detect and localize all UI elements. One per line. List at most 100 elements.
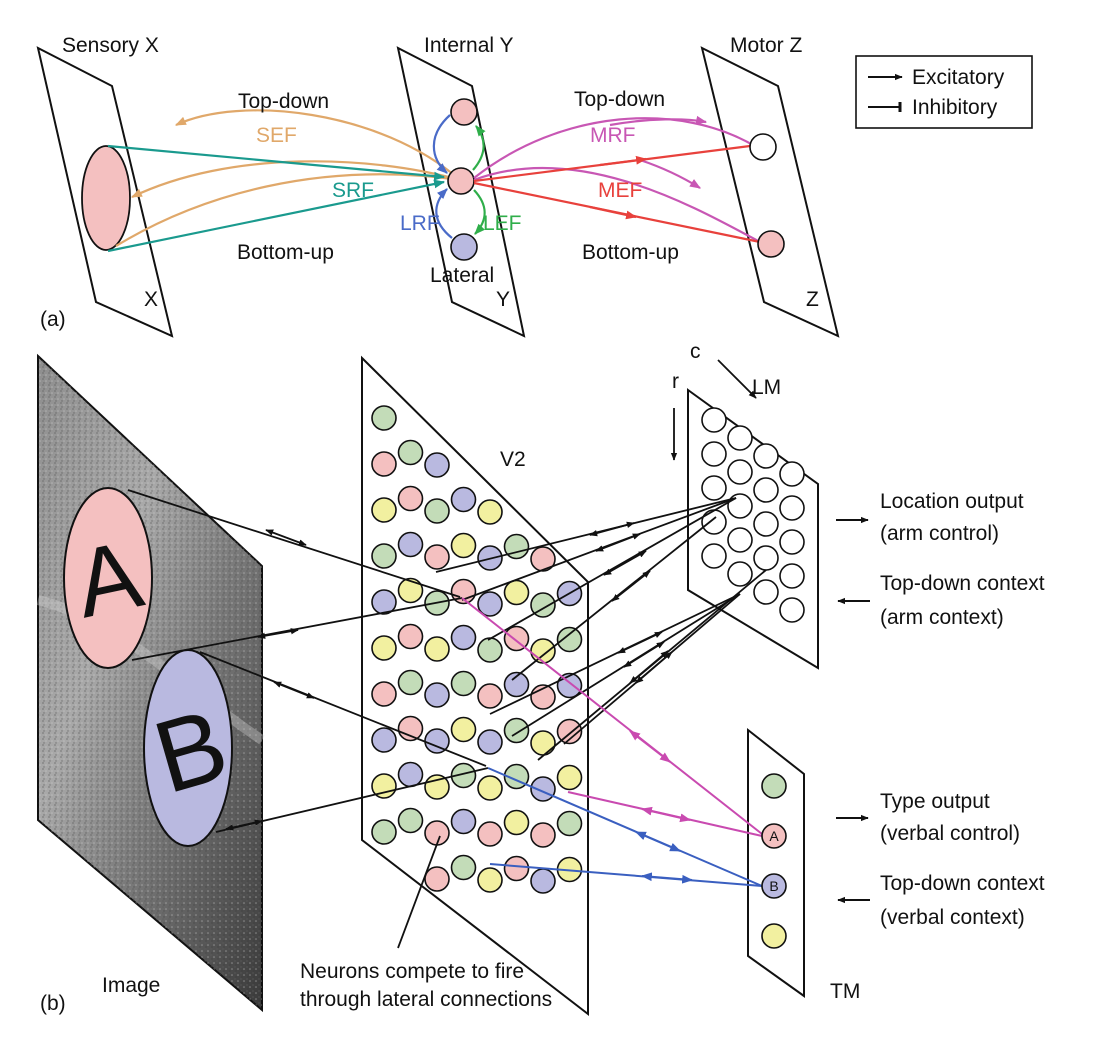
lm-link-7-arrow [629, 650, 669, 684]
bottomup-link-lower [107, 179, 446, 253]
v2-neuron [450, 532, 477, 559]
v2-neuron [371, 497, 397, 523]
motor-neuron-lower [757, 230, 785, 258]
v2-neuron [503, 809, 530, 836]
panel-b: A B Image (b) V2 LM c r TM [36, 340, 1045, 1017]
v2-neuron [397, 531, 424, 558]
location-output-sub: (arm control) [880, 522, 999, 545]
internal-neuron-top [450, 98, 478, 126]
v2-neuron [397, 807, 424, 834]
tm-plane [747, 727, 805, 998]
lateral-label: Lateral [430, 264, 494, 287]
legend-inhibitory: Inhibitory [912, 96, 998, 119]
motor-topdown-lower-arrow [639, 158, 701, 189]
letter-a-patch [63, 487, 153, 669]
v2-neuron [477, 775, 503, 801]
lateral-up-excite [472, 125, 486, 171]
tm-neuron-label: A [769, 828, 779, 844]
compete-note-line2: through lateral connections [300, 988, 552, 1011]
lrf-label: LRF [400, 212, 440, 235]
motor-bottomup-upper-arrow [599, 155, 648, 167]
lm-neuron [779, 461, 805, 487]
motor-z-title: Motor Z [730, 34, 803, 57]
sensory-x-title: Sensory X [62, 34, 159, 57]
lm-neuron [753, 443, 779, 469]
lm-neuron [701, 509, 727, 535]
topdown-link-upper [175, 109, 461, 181]
v2-neuron [371, 727, 397, 753]
lateral-up-inhibit [432, 114, 451, 174]
axis-c-label: c [690, 340, 701, 363]
lm-link-5 [489, 593, 741, 715]
mrf-label: MRF [590, 124, 636, 147]
image-link-a-bottom-arrow [257, 628, 299, 639]
v2-neuron [397, 485, 424, 512]
image-to-v2-links [127, 489, 489, 833]
lm-neuron [753, 545, 779, 571]
v2-neuron [450, 486, 477, 513]
v2-neuron [397, 439, 424, 466]
srf-label: SRF [332, 179, 374, 202]
lm-link-3-arrow [603, 550, 647, 576]
v2-neuron [530, 822, 556, 848]
v2-neuron [530, 868, 556, 894]
tm-neuron [761, 923, 787, 949]
tm-link-b-2 [489, 863, 763, 887]
tm-link-b-2-arrow [640, 872, 694, 884]
motor-topdown-arrow [609, 115, 708, 127]
left-bottomup-label: Bottom-up [237, 241, 334, 264]
v2-neuron [424, 682, 450, 708]
motor-bottomup-lower-arrow [589, 205, 638, 220]
motor-z-layer [700, 46, 840, 338]
v2-neuron [450, 670, 477, 697]
lm-link-4-arrow [611, 570, 651, 602]
v2-neuron [424, 636, 450, 662]
v2-neuron [450, 854, 477, 881]
topdown-verbal-sub: (verbal context) [880, 906, 1025, 929]
lm-neuron [779, 529, 805, 555]
v2-neuron-grid [371, 405, 583, 894]
compete-note-line1: Neurons compete to fire [300, 960, 524, 983]
tm-link-a-2-arrow [640, 806, 692, 823]
lateral-down-inhibit [435, 188, 453, 239]
motor-neuron-upper [749, 133, 777, 161]
image-link-b-top [199, 651, 487, 767]
v2-neuron [556, 764, 583, 791]
v2-to-tm-links [461, 597, 763, 887]
v2-neuron [371, 773, 397, 799]
topdown-link-return [115, 173, 461, 247]
sensory-corner-label: X [144, 288, 158, 311]
v2-neuron [450, 716, 477, 743]
tm-neuron-column: AB [761, 773, 787, 949]
lm-neuron [727, 561, 753, 587]
internal-y-title: Internal Y [424, 34, 514, 57]
mef-label: MEF [598, 179, 642, 202]
motor-corner-label: Z [806, 288, 819, 311]
tm-label: TM [830, 980, 860, 1003]
lm-link-5-arrow [617, 631, 663, 654]
lm-neuron-grid [701, 407, 805, 623]
tm-link-a-1 [461, 597, 763, 835]
v2-neuron [503, 717, 530, 744]
v2-neuron [477, 821, 503, 847]
v2-neuron [397, 669, 424, 696]
internal-neuron-bottom [450, 233, 478, 261]
image-link-b-top-arrow [273, 681, 315, 699]
lm-neuron [701, 475, 727, 501]
v2-neuron [424, 452, 450, 478]
v2-neuron [371, 589, 397, 615]
tm-link-b-1-arrow [634, 831, 682, 852]
v2-neuron [450, 624, 477, 651]
panel-b-tag: (b) [40, 992, 66, 1015]
v2-neuron [503, 579, 530, 606]
legend-box [855, 55, 1033, 129]
lm-link-2-arrow [595, 533, 641, 552]
image-link-b-bottom-arrow [225, 819, 263, 831]
v2-neuron [477, 867, 503, 893]
lm-neuron [753, 579, 779, 605]
topdown-verbal-title: Top-down context [880, 872, 1045, 895]
lm-neuron [727, 425, 753, 451]
legend: Excitatory Inhibitory [855, 55, 1033, 129]
image-label: Image [102, 974, 160, 997]
motor-topdown-lower [473, 166, 761, 243]
